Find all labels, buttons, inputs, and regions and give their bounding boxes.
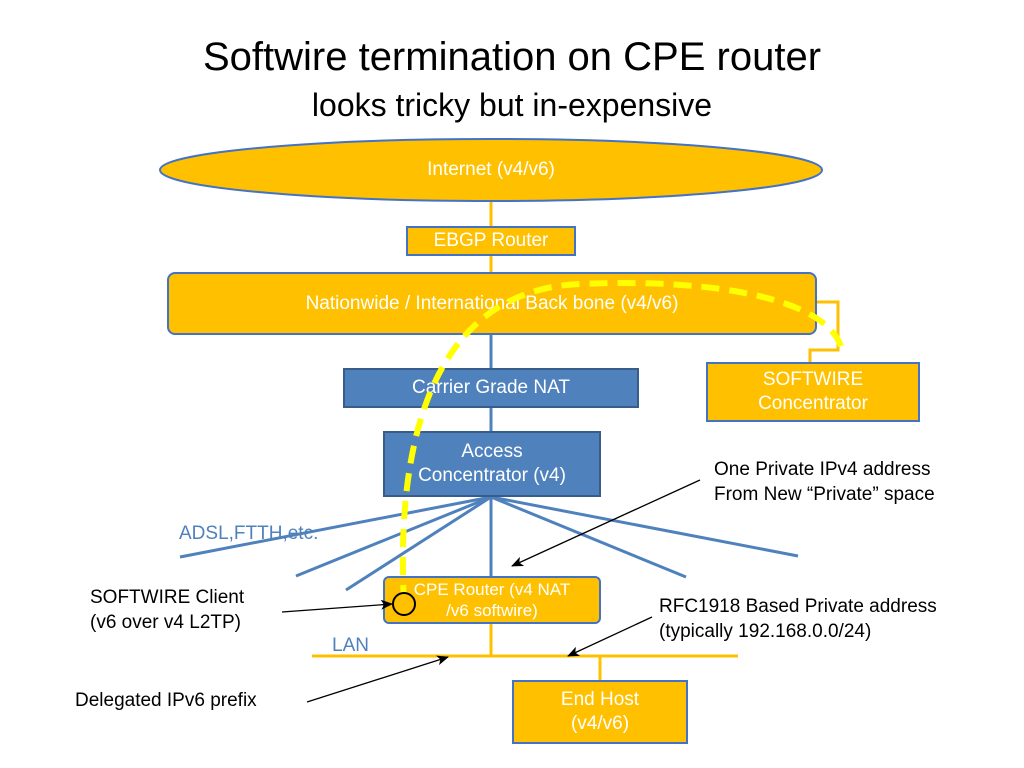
slide-title: Softwire termination on CPE router (202, 35, 822, 79)
private-ipv4-annotation: One Private IPv4 address From New “Priva… (714, 457, 935, 507)
access-line-5 (490, 495, 687, 579)
arrow-rfc1918 (567, 616, 653, 657)
softwire-client-marker (392, 592, 416, 616)
cpe-router-line-1: CPE Router (v4 NAT (413, 580, 571, 599)
end-host-line-2: (v4/v6) (570, 713, 630, 734)
delegated-prefix-annotation: Delegated IPv6 prefix (75, 690, 257, 711)
softwire-tunnel (399, 280, 845, 604)
softwire-concentrator-line-2: Concentrator (758, 393, 868, 414)
ebgp-router: EBGP Router (406, 226, 576, 256)
cpe-router: CPE Router (v4 NAT /v6 softwire) (383, 576, 601, 624)
private-ipv4-line-1: One Private IPv4 address (714, 459, 931, 480)
end-host: End Host (v4/v6) (512, 680, 688, 744)
softwire-client-line-1: SOFTWIRE Client (90, 587, 245, 608)
access-concentrator-line-1: Access (461, 441, 523, 462)
access-concentrator: Access Concentrator (v4) (383, 431, 601, 497)
softwire-client-annotation: SOFTWIRE Client (v6 over v4 L2TP) (90, 585, 244, 635)
lan-label: LAN (332, 635, 369, 656)
private-ipv4-line-2: From New “Private” space (714, 484, 935, 505)
cpe-router-line-2: /v6 softwire) (446, 601, 538, 620)
access-concentrator-line-2: Concentrator (v4) (418, 465, 566, 486)
arrow-delegated-prefix (306, 655, 449, 703)
access-line-3 (345, 495, 492, 592)
softwire-client-line-2: (v6 over v4 L2TP) (90, 612, 241, 633)
rfc1918-line-2: (typically 192.168.0.0/24) (659, 621, 872, 642)
rfc1918-annotation: RFC1918 Based Private address (typically… (659, 594, 937, 644)
slide-subtitle: looks tricky but in-expensive (311, 87, 713, 123)
arrow-softwire-client (281, 599, 393, 613)
rfc1918-line-1: RFC1918 Based Private address (659, 596, 937, 617)
access-line-2 (295, 495, 492, 578)
arrow-private-ipv4 (511, 479, 701, 567)
internet-label: Internet (v4/v6) (427, 159, 555, 180)
access-media-label: ADSL,FTTH,etc. (179, 523, 319, 544)
concentrator-link (808, 300, 840, 362)
end-host-line-1: End Host (560, 689, 640, 710)
softwire-concentrator-line-1: SOFTWIRE (762, 369, 864, 390)
access-line-6 (490, 495, 799, 558)
softwire-concentrator: SOFTWIRE Concentrator (706, 362, 920, 422)
backbone-network: Nationwide / International Back bone (v4… (167, 272, 817, 335)
carrier-grade-nat: Carrier Grade NAT (343, 368, 639, 408)
access-line-1 (179, 495, 492, 559)
